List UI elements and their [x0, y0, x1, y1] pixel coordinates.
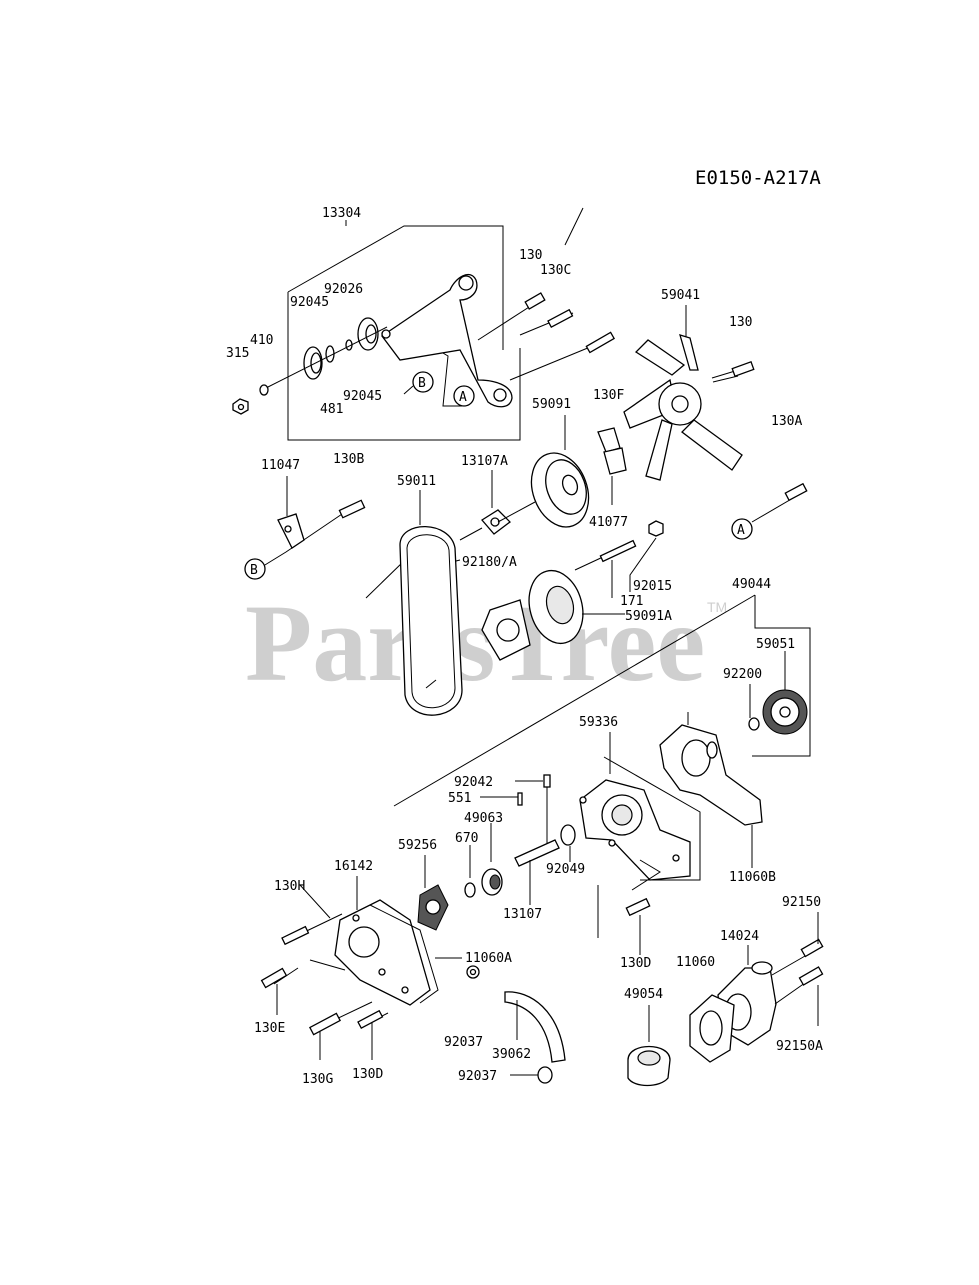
- part-label: 92037: [444, 1035, 483, 1050]
- part-label: 39062: [492, 1047, 531, 1062]
- gasket-11060b: [659, 712, 763, 868]
- part-label: 551: [448, 791, 471, 806]
- nut-92015: [629, 520, 664, 592]
- part-label: 171: [620, 594, 643, 609]
- part-label: 92180/A: [462, 555, 517, 570]
- part-label: 130E: [254, 1021, 285, 1036]
- pump-housing-59336: [579, 732, 701, 938]
- hose-39062: [504, 991, 566, 1084]
- hose-clip: [466, 965, 480, 979]
- tensioner-group: [232, 207, 616, 441]
- washer-670: [464, 845, 476, 898]
- part-label: 130H: [274, 879, 305, 894]
- part-label: 130: [519, 248, 542, 263]
- part-label: 130A: [771, 414, 802, 429]
- seal-49063: [481, 823, 503, 896]
- impeller-59256: [417, 855, 449, 931]
- part-label: 410: [250, 333, 273, 348]
- part-label: 49054: [624, 987, 663, 1002]
- callout-a-label: A: [459, 390, 467, 405]
- bracket-11047: B: [244, 476, 366, 580]
- part-label: 92150: [782, 895, 821, 910]
- part-label: 92026: [324, 282, 363, 297]
- part-label: 92015: [633, 579, 672, 594]
- trademark-mark: TM: [707, 599, 727, 615]
- diagram-code: E0150-A217A: [695, 167, 821, 189]
- part-label: 130F: [593, 388, 624, 403]
- watermark: PartsTree: [245, 582, 705, 704]
- part-label: 130C: [540, 263, 571, 278]
- part-label: 92045: [343, 389, 382, 404]
- belt-59011: [365, 490, 463, 716]
- part-label: 41077: [589, 515, 628, 530]
- stud-171: [574, 539, 637, 598]
- part-label: 13304: [322, 206, 361, 221]
- part-label: 13107A: [461, 454, 508, 469]
- gear-group-49044: [393, 594, 811, 807]
- part-label: 11060A: [465, 951, 512, 966]
- part-label: 92049: [546, 862, 585, 877]
- part-label: 11060B: [729, 870, 776, 885]
- pulley-59091: [530, 415, 590, 528]
- part-label: 481: [320, 402, 343, 417]
- callout-b-label: B: [418, 376, 426, 391]
- part-label: 59091A: [625, 609, 672, 624]
- part-92049: [560, 824, 576, 862]
- pins-92042-551: [480, 774, 551, 850]
- part-41077: [597, 427, 627, 505]
- part-label: 59091: [532, 397, 571, 412]
- hub-13107a: [459, 470, 536, 541]
- part-label: 92150A: [776, 1039, 823, 1054]
- part-label: 14024: [720, 929, 759, 944]
- part-labels: 13304 130 130C 92026 92045 410 315 481 9…: [226, 206, 823, 1087]
- flange-59091a: [528, 569, 625, 645]
- part-label: 49063: [464, 811, 503, 826]
- part-label: 670: [455, 831, 478, 846]
- bolts-lower-left: [260, 884, 389, 1060]
- part-label: 130D: [620, 956, 651, 971]
- part-label: 59256: [398, 838, 437, 853]
- shaft-13107: [514, 839, 560, 905]
- part-label: 315: [226, 346, 249, 361]
- gasket-11060: [689, 994, 735, 1063]
- bolt-130a: A: [731, 482, 808, 540]
- part-label: 92200: [723, 667, 762, 682]
- callout-a-top: A: [453, 385, 475, 407]
- part-label: 92045: [290, 295, 329, 310]
- part-label: 130B: [333, 452, 364, 467]
- part-label: 59041: [661, 288, 700, 303]
- part-label: 130G: [302, 1072, 333, 1087]
- part-label: 130D: [352, 1067, 383, 1082]
- part-label: 92042: [454, 775, 493, 790]
- part-label: 92037: [458, 1069, 497, 1084]
- fan-59041: [623, 305, 755, 481]
- cover-16142: [309, 876, 462, 1006]
- part-label: 59011: [397, 474, 436, 489]
- part-label: 16142: [334, 859, 373, 874]
- part-label: 59051: [756, 637, 795, 652]
- callout-b-label: B: [250, 563, 258, 578]
- part-label: 49044: [732, 577, 771, 592]
- part-label: 11060: [676, 955, 715, 970]
- cap-49054: [627, 1005, 671, 1087]
- callout-a-label: A: [737, 523, 745, 538]
- bolt-130d: [625, 897, 651, 955]
- part-label: 11047: [261, 458, 300, 473]
- callout-b-top: B: [403, 371, 434, 395]
- part-label: 13107: [503, 907, 542, 922]
- part-label: 59336: [579, 715, 618, 730]
- gasket-pulley: [481, 599, 531, 661]
- part-label: 130: [729, 315, 752, 330]
